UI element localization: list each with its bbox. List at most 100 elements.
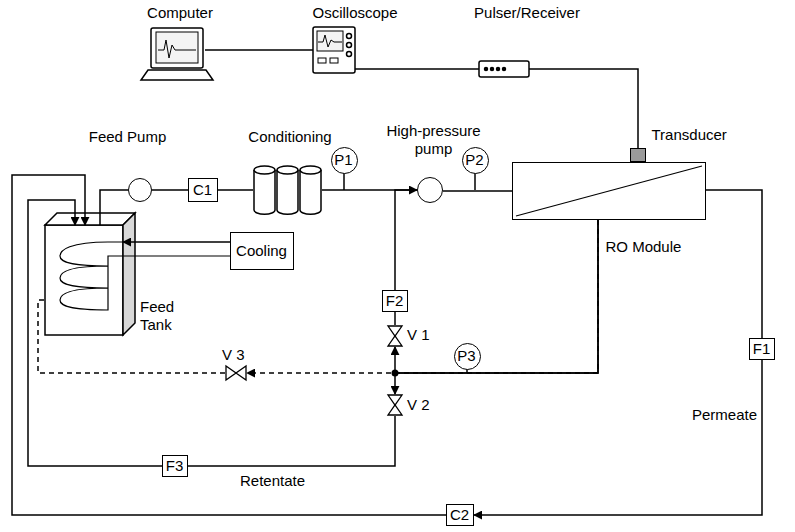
conditioning-cartridges	[254, 170, 275, 214]
pressure-gauge: P1	[331, 147, 358, 174]
pulser-receiver-icon	[497, 68, 500, 71]
gauge-stub	[344, 171, 475, 373]
part-code: C2	[450, 506, 469, 524]
cooling-coil	[123, 255, 230, 256]
pipe-line	[443, 190, 512, 192]
conditioning-cartridges	[300, 166, 321, 174]
pipe-line	[100, 190, 128, 225]
part-label: V 1	[407, 326, 447, 344]
flow-label: Retentate	[240, 472, 305, 490]
conditioning-cartridges	[277, 166, 298, 174]
computer-icon: Computer	[149, 28, 205, 80]
transducer: Transducer	[630, 148, 646, 162]
valve-symbol	[226, 366, 236, 380]
cooling-unit: Cooling	[230, 232, 294, 270]
oscilloscope-icon	[347, 52, 352, 57]
pulser-receiver: Pulser/Receiver	[479, 61, 529, 77]
part-label: Transducer	[652, 126, 762, 144]
part-label: Conditioning	[220, 128, 360, 146]
pipe-line	[395, 220, 598, 394]
valve-symbol	[388, 326, 402, 336]
part-label: Feed Pump	[68, 128, 188, 146]
feed-pump: Feed Pump	[128, 178, 152, 202]
conductivity-sensor: C2	[446, 504, 474, 526]
pipe-line	[395, 220, 598, 373]
pulser-receiver-icon	[491, 68, 494, 71]
pipe-line	[205, 49, 313, 51]
flow-meter: F3	[162, 455, 188, 477]
feed-tank-body	[45, 213, 135, 335]
pipe-line	[355, 68, 479, 70]
oscilloscope-icon	[347, 34, 352, 39]
bypass-pipe	[247, 220, 598, 373]
valve-symbol	[388, 336, 402, 346]
high-pressure-pump: High-pressure pump	[417, 177, 443, 203]
valve: V 3	[225, 365, 247, 381]
part-code: F3	[166, 457, 184, 475]
valve-symbol	[236, 366, 246, 380]
pipe-line	[529, 69, 638, 148]
pipe-line	[474, 360, 762, 515]
part-code: P3	[457, 347, 475, 365]
conditioning-cartridges	[277, 170, 298, 214]
part-label: V 3	[222, 346, 262, 364]
pulser-receiver-icon	[479, 61, 529, 77]
laptop-icon	[158, 40, 196, 58]
gauge-stub	[343, 171, 345, 190]
pipe-line	[395, 190, 417, 290]
part-label: V 2	[407, 396, 447, 414]
oscilloscope-icon	[313, 27, 355, 73]
pulser-receiver-icon	[503, 68, 506, 71]
flow-label: Permeate	[692, 406, 757, 424]
valve: V 1	[387, 325, 403, 347]
oscilloscope-icon	[313, 27, 355, 73]
part-code: F2	[386, 292, 404, 310]
feed-tank-body	[123, 213, 135, 335]
part-code: F1	[753, 340, 771, 358]
part-code: P1	[334, 151, 352, 169]
cooling-coil	[60, 242, 123, 310]
conditioning-cartridges	[254, 166, 275, 174]
laptop-icon	[141, 70, 213, 80]
conditioning-filters: Conditioning	[253, 165, 322, 215]
part-code: C1	[193, 181, 212, 199]
pressure-gauge: P2	[462, 147, 489, 174]
part-code: Cooling	[236, 242, 287, 260]
flow-meter: F1	[749, 338, 775, 360]
oscilloscope-icon	[330, 58, 338, 63]
valve: V 2	[387, 394, 403, 416]
pipe-line	[152, 189, 188, 191]
membrane-line	[516, 166, 702, 216]
part-label: RO Module	[606, 238, 726, 256]
part-label: Pulser/Receiver	[447, 4, 607, 22]
oscilloscope-icon: Oscilloscope	[313, 27, 355, 73]
pipe-line	[706, 190, 762, 338]
pulser-receiver-icon	[479, 61, 529, 77]
valve-symbol	[388, 395, 402, 405]
laptop-icon	[151, 28, 203, 68]
feed-tank: Feed Tank	[45, 225, 123, 335]
flow-meter: F2	[382, 290, 408, 312]
bypass-pipe	[38, 300, 225, 373]
feed-tank-body	[45, 213, 135, 225]
pulser-receiver-icon	[485, 68, 488, 71]
part-code: P2	[465, 151, 483, 169]
gauge-stub	[474, 171, 476, 190]
sensor-box: C1	[188, 178, 218, 202]
feed-tank-body	[45, 225, 123, 335]
part-label: Oscilloscope	[285, 4, 425, 22]
laptop-icon	[141, 28, 213, 80]
pressure-gauge: P3	[454, 343, 481, 370]
valve-symbol	[226, 326, 402, 415]
pipe-line	[394, 312, 396, 325]
membrane-line	[516, 166, 702, 216]
conditioning-cartridges	[300, 170, 321, 214]
ro-module: RO Module	[512, 162, 706, 220]
oscilloscope-icon	[347, 43, 352, 48]
pipe-line	[12, 175, 446, 515]
oscilloscope-icon	[317, 31, 343, 51]
oscilloscope-icon	[318, 58, 326, 63]
pipe-line	[123, 241, 230, 243]
